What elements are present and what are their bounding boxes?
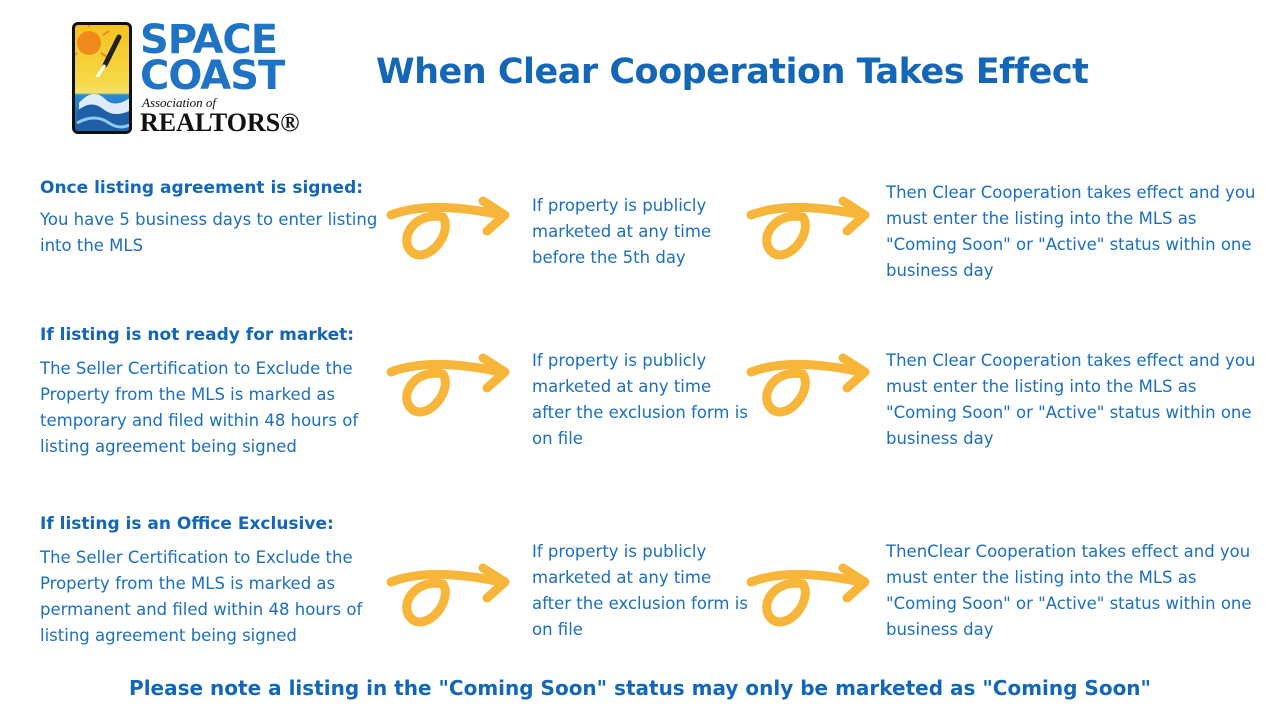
logo-text-association: Association of [142, 95, 217, 110]
condition-text: The Seller Certification to Exclude the … [40, 548, 363, 645]
condition-text: You have 5 business days to enter listin… [40, 210, 378, 255]
result-text: ThenClear Cooperation takes effect and y… [886, 542, 1252, 639]
loop-arrow-icon [746, 196, 870, 260]
logo-text-space: SPACE [140, 17, 278, 63]
trigger-text: If property is publicly marketed at any … [532, 351, 748, 448]
result-text: Then Clear Cooperation takes effect and … [886, 351, 1256, 448]
logo-text-realtors: REALTORS® [140, 108, 300, 137]
row-heading: If listing is not ready for market: [40, 325, 355, 345]
space-coast-logo: SPACE COAST Association of REALTORS® [72, 17, 302, 140]
condition-text: The Seller Certification to Exclude the … [40, 359, 359, 456]
trigger-text: If property is publicly marketed at any … [532, 542, 748, 639]
row-heading: Once listing agreement is signed: [40, 178, 364, 198]
loop-arrow-icon [386, 196, 510, 260]
page-title: When Clear Cooperation Takes Effect [376, 52, 1089, 92]
trigger-text: If property is publicly marketed at any … [532, 196, 712, 267]
row-heading: If listing is an Office Exclusive: [40, 514, 334, 534]
loop-arrow-icon [746, 563, 870, 627]
rocket-sun-wave-icon [72, 22, 132, 134]
loop-arrow-icon [746, 353, 870, 417]
result-text: Then Clear Cooperation takes effect and … [886, 183, 1256, 280]
loop-arrow-icon [386, 563, 510, 627]
footer-note: Please note a listing in the "Coming Soo… [129, 676, 1151, 700]
logo-text-coast: COAST [140, 53, 285, 99]
loop-arrow-icon [386, 353, 510, 417]
